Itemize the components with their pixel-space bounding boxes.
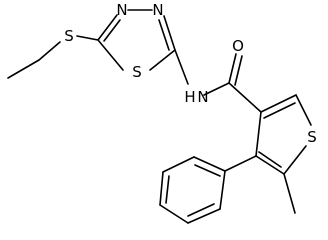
molecule-diagram: S N N S N H O S (7, 1, 317, 224)
atom-s-thiophene: S (307, 128, 317, 146)
bond-layer (7, 9, 312, 224)
bond-c5-n4 (97, 14, 118, 41)
bond-c3-c2t (260, 94, 297, 113)
bond-c4-phenyl (224, 155, 257, 172)
bond-c4-c3 (255, 111, 262, 157)
bond-s1-c5 (97, 39, 124, 71)
bond-ethyl-ch3 (7, 59, 40, 79)
structure-canvas: S N N S N H O S (7, 1, 317, 224)
bond-ph-4 (159, 204, 189, 224)
bond-ph-1 (193, 156, 226, 172)
bond-nh-co (203, 82, 230, 96)
bond-carbonyl-double (234, 55, 243, 86)
bond-c2-s1 (149, 49, 176, 71)
bond-ph-6 (219, 170, 226, 210)
bond-n3-c2 (163, 15, 176, 51)
bond-c3-c2t-double (263, 102, 296, 119)
atom-n-amide: N (197, 88, 208, 106)
bond-s-c5 (76, 35, 99, 41)
atom-h-amide: H (184, 88, 195, 106)
bond-ph-3-double (165, 175, 170, 204)
bond-c2t-s (295, 94, 312, 126)
bond-c5-n4-double (103, 19, 121, 42)
bond-ph-3 (159, 171, 164, 206)
atom-layer: S N N S N H O S (64, 1, 317, 146)
atom-s-thiadiazole: S (132, 63, 142, 81)
atom-n-thiadiazole-left: N (116, 1, 127, 19)
bond-n3-c2-double (158, 19, 170, 51)
bond-ph-2 (162, 156, 195, 173)
bond-c5t-c4-double (258, 151, 282, 168)
bond-ph-5 (187, 208, 221, 224)
bond-ph-1-double (194, 164, 221, 177)
bond-ph-5-double (187, 203, 215, 217)
bond-s-c5t (283, 145, 307, 175)
atom-n-thiadiazole-right: N (152, 1, 163, 19)
atom-s-ethyl: S (64, 27, 74, 45)
atom-o-carbonyl: O (232, 37, 244, 55)
bond-c2-nh (174, 49, 189, 85)
bond-carbonyl (228, 53, 237, 84)
bond-c5t-c4 (255, 155, 285, 175)
bond-ethyl-ch2 (38, 41, 61, 61)
bond-methyl (283, 173, 296, 214)
bond-co-c3 (228, 82, 262, 113)
